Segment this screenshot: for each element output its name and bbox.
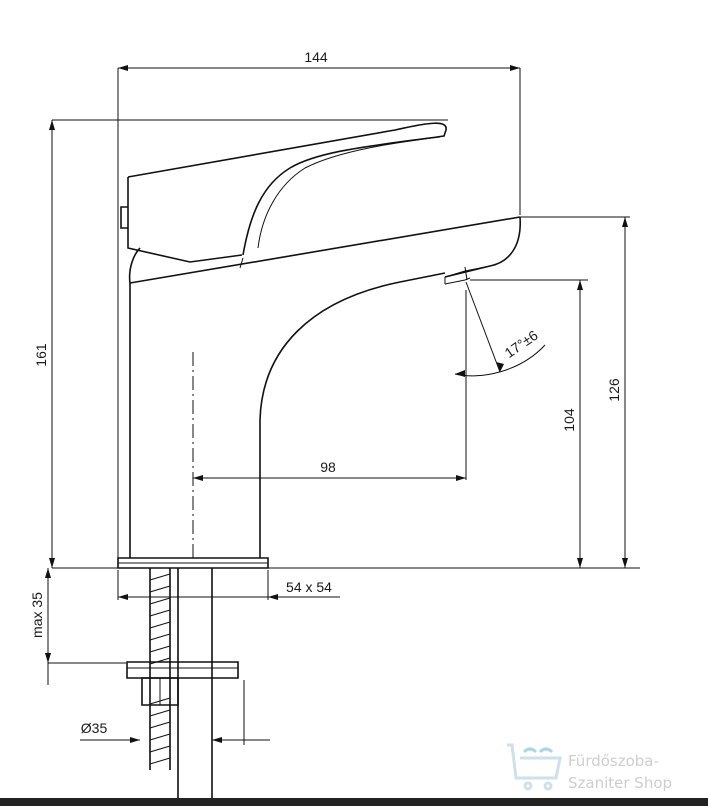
watermark: Fürdőszoba- Szaniter Shop <box>507 743 672 792</box>
faucet-handle <box>120 122 447 263</box>
reference-lines <box>47 68 640 745</box>
watermark-line1: Fürdőszoba- <box>568 752 659 770</box>
label-base-size: 54 x 54 <box>286 579 332 595</box>
bathtub-icon <box>507 743 562 791</box>
label-max-thickness: max 35 <box>29 592 45 638</box>
faucet-body <box>117 216 521 569</box>
label-overall-width: 144 <box>304 49 328 65</box>
dimension-lines <box>45 65 628 743</box>
label-reach: 98 <box>320 459 336 475</box>
watermark-line2: Szaniter Shop <box>568 774 672 792</box>
label-angle: 17°±6 <box>502 327 541 361</box>
label-overall-height: 161 <box>33 343 49 367</box>
bottom-edge-bar <box>0 798 708 806</box>
mounting-hardware <box>126 568 239 806</box>
label-outlet-height: 104 <box>561 408 577 432</box>
label-spout-height: 126 <box>606 378 622 402</box>
label-hole-diameter: Ø35 <box>81 720 108 736</box>
